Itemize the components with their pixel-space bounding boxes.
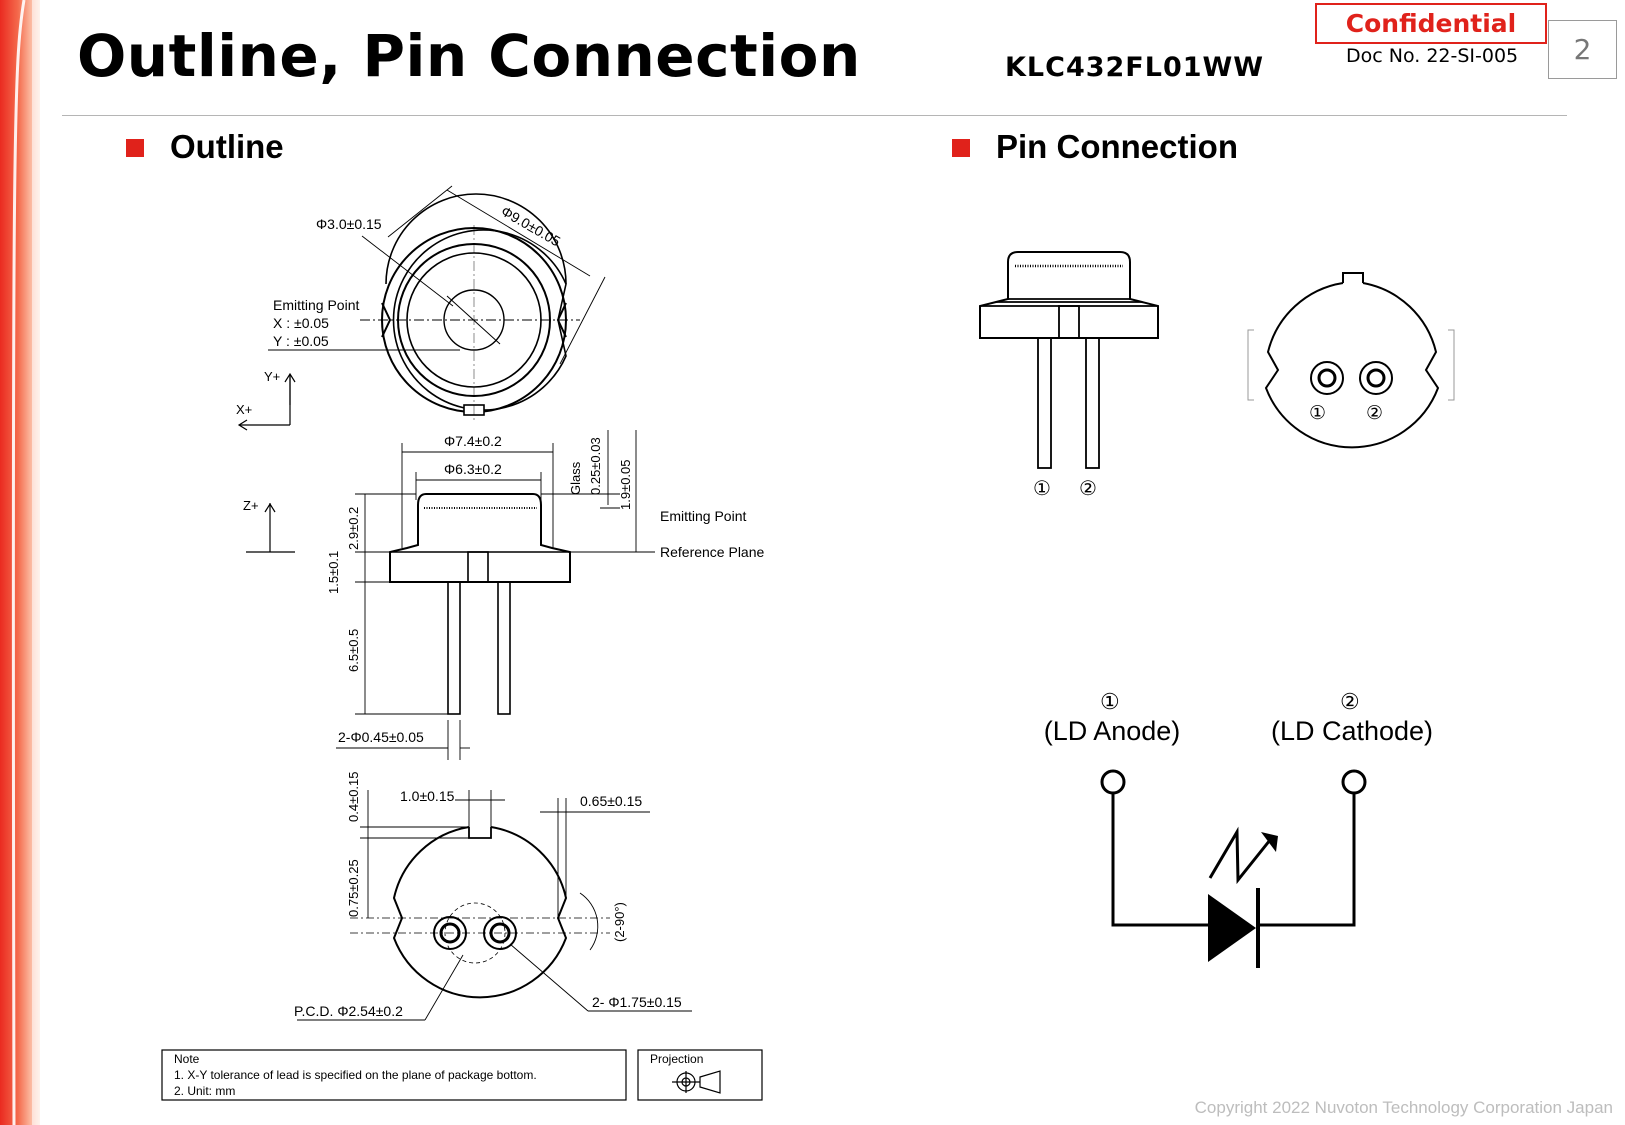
model-number: KLC432FL01WW [1005, 52, 1265, 83]
dim-lead-diameter: 2-Φ0.45±0.05 [338, 729, 424, 745]
dim-glass-thickness: 0.25±0.03 [588, 437, 603, 495]
projection-label: Projection [650, 1052, 703, 1066]
dim-angle: (2-90°) [612, 902, 627, 942]
dim-10: 1.0±0.15 [400, 788, 455, 804]
copyright-footer: Copyright 2022 Nuvoton Technology Corpor… [1194, 1098, 1613, 1117]
dim-phi-inner: Φ3.0±0.15 [316, 216, 382, 232]
dim-phi-63: Φ6.3±0.2 [444, 461, 502, 477]
dim-075: 0.75±0.25 [346, 859, 361, 917]
axis-y-label: Y+ [264, 369, 280, 384]
pin-2-label-bottom: ② [1366, 403, 1383, 424]
outline-side-view [246, 430, 655, 760]
doc-number: Doc No. 22-SI-005 [1346, 45, 1519, 67]
axis-z-label: Z+ [243, 498, 259, 513]
header-divider [62, 115, 1567, 116]
note-box: Note 1. X-Y tolerance of lead is specifi… [161, 1049, 627, 1101]
projection-symbol-icon [672, 1070, 721, 1094]
schematic-pin-1-label: ① [1100, 689, 1120, 714]
projection-box: Projection [637, 1049, 763, 1101]
label-x-tolerance: X : ±0.05 [273, 315, 329, 331]
dim-pin-diameter: 2- Φ1.75±0.15 [592, 994, 682, 1010]
outline-bottom-view [297, 790, 692, 1021]
dim-065: 0.65±0.15 [580, 793, 642, 809]
diode-triangle-icon [1208, 894, 1256, 962]
label-emitting-point-side: Emitting Point [660, 508, 746, 524]
note-line-2: 2. Unit: mm [174, 1084, 235, 1098]
dim-65: 6.5±0.5 [346, 629, 361, 672]
dim-pcd: P.C.D. Φ2.54±0.2 [294, 1003, 403, 1019]
axis-x-label: X+ [236, 402, 252, 417]
pin-side-view [979, 251, 1159, 469]
confidential-badge: Confidential [1315, 3, 1547, 44]
dim-19: 1.9±0.05 [618, 459, 633, 510]
dim-15: 1.5±0.1 [326, 551, 341, 594]
page-number: 2 [1548, 20, 1617, 79]
dim-phi-74: Φ7.4±0.2 [444, 433, 502, 449]
side-stripe-decoration [0, 0, 40, 1125]
label-glass: Glass [568, 461, 583, 495]
label-emitting-point-top: Emitting Point [273, 297, 359, 313]
note-line-1: 1. X-Y tolerance of lead is specified on… [174, 1068, 537, 1082]
section-bullet-outline [126, 139, 144, 157]
diode-circuit-icon [1100, 769, 1367, 968]
pin-1-label-bottom: ① [1309, 403, 1326, 424]
ld-schematic: ① ② (LD Anode) (LD Cathode) [1044, 689, 1433, 968]
label-y-tolerance: Y : ±0.05 [273, 333, 329, 349]
pin-2-label-side: ② [1079, 478, 1097, 500]
label-reference-plane: Reference Plane [660, 544, 765, 560]
ld-anode-label: (LD Anode) [1044, 716, 1181, 746]
pin-1-label-side: ① [1033, 478, 1051, 500]
section-bullet-pin [952, 139, 970, 157]
pin-bottom-view [1247, 272, 1455, 449]
note-heading: Note [174, 1052, 200, 1066]
ld-cathode-label: (LD Cathode) [1271, 716, 1433, 746]
page-title: Outline, Pin Connection [77, 22, 861, 90]
emission-arrow-icon [1261, 832, 1278, 852]
section-heading-pin-connection: Pin Connection [996, 128, 1238, 165]
dim-29: 2.9±0.2 [346, 507, 361, 550]
dim-phi-outer: Φ9.0±0.05 [499, 203, 564, 250]
outline-top-view [237, 185, 606, 431]
schematic-pin-2-label: ② [1340, 689, 1360, 714]
dim-04: 0.4±0.15 [346, 771, 361, 822]
section-heading-outline: Outline [170, 128, 284, 165]
